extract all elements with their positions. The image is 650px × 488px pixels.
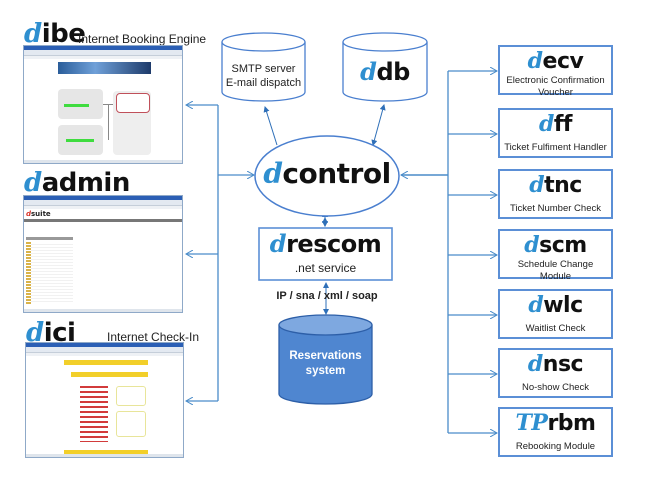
dici-logo: dici — [26, 318, 76, 348]
arrow-dcontrol-ddb — [371, 104, 386, 146]
reservations-cylinder — [278, 314, 373, 405]
dibe-screenshot — [23, 45, 183, 164]
drescom-logo: drescom — [269, 229, 382, 258]
module-description-line2: Module — [539, 271, 572, 282]
module-logo: dff — [538, 111, 573, 137]
module-description: Electronic Confirmation — [506, 75, 605, 86]
ddb-logo: ddb — [360, 57, 410, 86]
smtp-cylinder — [221, 32, 306, 102]
module-description: Ticket Number Check — [510, 203, 601, 214]
module-logo: TPrbm — [515, 410, 596, 436]
dibe-caption: Internet Booking Engine — [78, 32, 207, 46]
smtp-label: SMTP server E-mail dispatch — [225, 63, 302, 89]
module-description: Ticket Fulfiment Handler — [504, 142, 607, 153]
protocols-label: IP / sna / xml / soap — [276, 290, 378, 302]
dcontrol-logo: dcontrol — [263, 157, 391, 190]
module-logo: dnsc — [527, 351, 584, 377]
ddb-cylinder — [342, 32, 428, 102]
drescom-box — [258, 227, 393, 281]
module-description-line2: Voucher — [538, 87, 573, 98]
module-description: Rebooking Module — [515, 441, 596, 452]
module-logo: decv — [527, 48, 584, 74]
dici-caption: Internet Check-In — [107, 330, 200, 344]
dadmin-logo: dadmin — [24, 168, 130, 198]
drescom-subtitle: .net service — [294, 261, 357, 275]
dibe-logo: dibe — [24, 19, 86, 49]
reservations-label: Reservations system — [289, 350, 362, 377]
module-description: No-show Check — [521, 382, 590, 393]
module-description: Waitlist Check — [525, 323, 586, 334]
module-logo: dscm — [524, 232, 587, 258]
dsuite-inner-logo: dsuite — [26, 210, 51, 218]
module-logo: dwlc — [528, 292, 583, 318]
dici-screenshot — [25, 342, 184, 458]
dadmin-screenshot: dsuite — [23, 195, 183, 313]
arrow-dcontrol-to-smtp — [263, 106, 278, 146]
module-description: Schedule Change — [517, 259, 594, 270]
dcontrol-ellipse — [254, 135, 400, 217]
module-logo: dtnc — [529, 172, 582, 198]
